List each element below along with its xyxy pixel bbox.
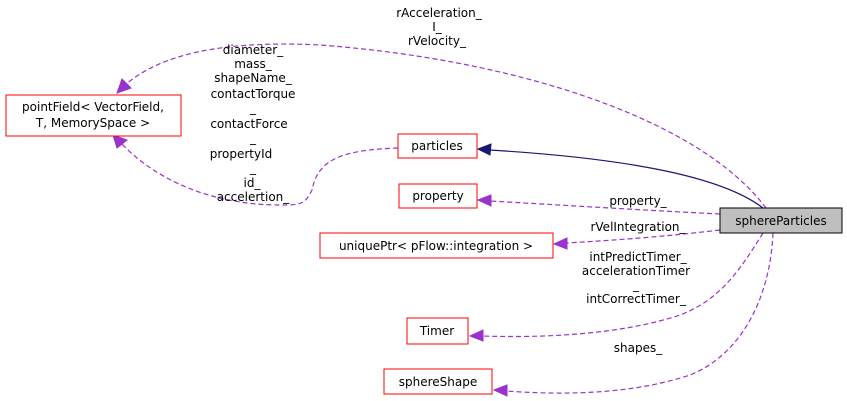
edge-usage-property bbox=[489, 200, 721, 215]
edge-label-contacttorque: contactTorque bbox=[211, 87, 296, 101]
edge-usage-sphereshape bbox=[505, 232, 774, 394]
edge-usage-pointfield-via-particles bbox=[119, 141, 399, 206]
edge-sphereshape-arrowhead bbox=[492, 384, 508, 397]
node-sphereparticles[interactable]: sphereParticles bbox=[719, 207, 843, 234]
edge-label-contactforce: contactForce bbox=[210, 117, 287, 131]
edge-label-accelertion: accelertion_ bbox=[217, 190, 291, 204]
edge-label-diameter: diameter_ bbox=[223, 43, 284, 57]
edge-inheritance-particles bbox=[489, 149, 764, 209]
edge-label-intpredicttimer: intPredictTimer_ bbox=[589, 250, 687, 264]
node-pointfield[interactable]: pointField< VectorField, T, MemorySpace … bbox=[5, 94, 182, 137]
edge-label-mass: mass_ bbox=[234, 57, 273, 71]
edge-label-underscore-3: _ bbox=[249, 161, 257, 175]
edge-label-accelerationtimer: accelerationTimer bbox=[582, 264, 690, 278]
node-uniqueptr[interactable]: uniquePtr< pFlow::integration > bbox=[319, 232, 554, 259]
edge-usage-uniqueptr bbox=[565, 229, 721, 244]
edge-pointfield-via-particles-arrowhead bbox=[112, 134, 129, 149]
edge-label-rvelocity: rVelocity_ bbox=[408, 34, 467, 48]
edge-label-propertyid: propertyId bbox=[210, 147, 273, 161]
node-sphereshape[interactable]: sphereShape bbox=[383, 368, 493, 395]
edge-label-underscore-2: _ bbox=[249, 131, 257, 145]
edge-label-rvelintegration: rVelIntegration_ bbox=[590, 220, 686, 234]
edge-label-racceleration: rAcceleration_ bbox=[396, 6, 483, 20]
node-sphereparticles-label: sphereParticles bbox=[735, 214, 827, 228]
edge-label-shapes: shapes_ bbox=[614, 341, 663, 355]
node-pointfield-label-line2: T, MemorySpace > bbox=[35, 116, 150, 130]
edge-label-underscore-4: _ bbox=[632, 278, 640, 292]
label-group-pointfield-direct: rAcceleration_ I_ rVelocity_ bbox=[396, 6, 483, 48]
node-property[interactable]: property bbox=[398, 183, 478, 209]
edge-label-id: id_ bbox=[244, 176, 262, 190]
node-property-label: property bbox=[412, 189, 463, 203]
label-group-timer: intPredictTimer_ accelerationTimer _ int… bbox=[582, 250, 690, 306]
edge-label-underscore-1: _ bbox=[249, 101, 257, 115]
edge-inheritance-arrowhead bbox=[476, 143, 492, 156]
node-timer[interactable]: Timer bbox=[406, 317, 469, 345]
node-sphereshape-label: sphereShape bbox=[399, 375, 478, 389]
label-group-pointfield-via-particles: diameter_ mass_ shapeName_ contactTorque… bbox=[210, 43, 296, 204]
edge-label-i: I_ bbox=[432, 20, 443, 34]
edge-uniqueptr-arrowhead bbox=[552, 237, 568, 250]
edge-property-arrowhead bbox=[476, 194, 492, 207]
node-pointfield-label-line1: pointField< VectorField, bbox=[22, 100, 164, 114]
node-particles[interactable]: particles bbox=[397, 133, 478, 159]
edge-usage-timer bbox=[481, 232, 764, 338]
edge-label-shapename: shapeName_ bbox=[214, 71, 293, 85]
edge-label-intcorrecttimer: intCorrectTimer_ bbox=[586, 292, 687, 306]
edge-pointfield-direct-arrowhead bbox=[116, 78, 132, 94]
node-timer-label: Timer bbox=[419, 324, 454, 338]
node-particles-label: particles bbox=[411, 139, 463, 153]
edge-timer-arrowhead bbox=[468, 329, 484, 342]
node-uniqueptr-label: uniquePtr< pFlow::integration > bbox=[339, 239, 533, 253]
edge-usage-pointfield-direct bbox=[124, 43, 767, 209]
edge-label-property: property_ bbox=[609, 194, 667, 208]
